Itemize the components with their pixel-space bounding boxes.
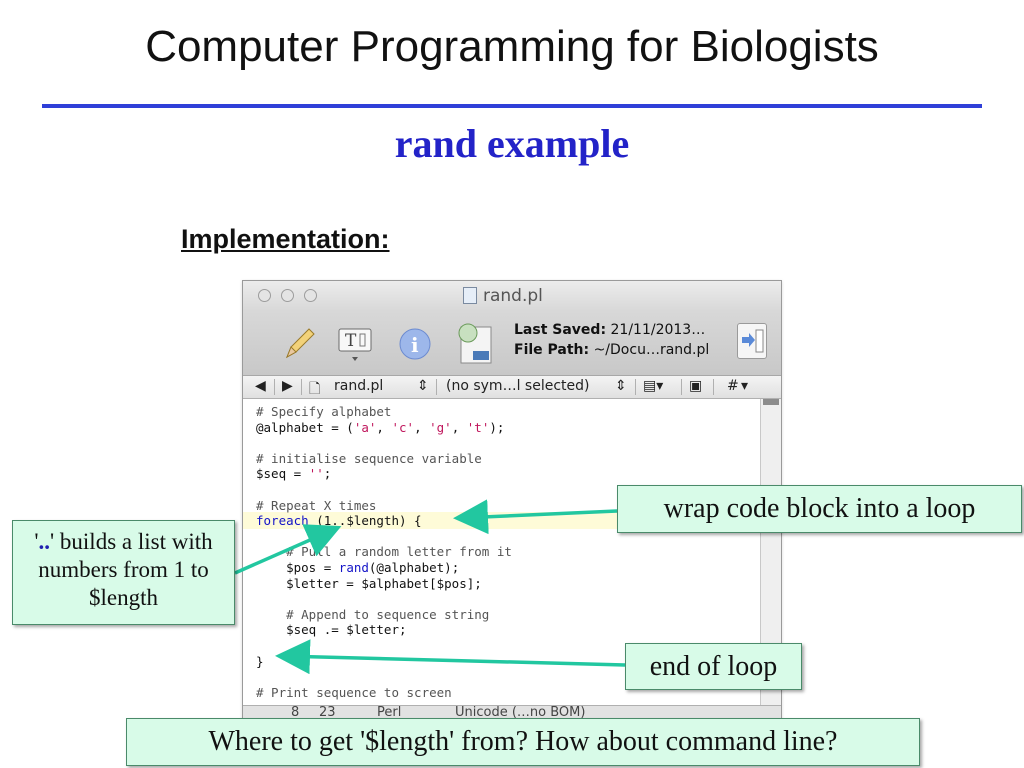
file-page-icon: 🗋 xyxy=(309,381,321,397)
callout-quote: ' xyxy=(34,529,39,554)
pencil-icon[interactable] xyxy=(281,325,317,361)
editor-window: rand.pl T i Last Saved: 21/11/2013… File… xyxy=(242,280,782,722)
toolbar: T i Last Saved: 21/11/2013… File Path: ~… xyxy=(243,311,781,376)
callout-range-text: ' builds a list with numbers from 1 to $… xyxy=(38,529,213,610)
close-window-button[interactable] xyxy=(258,289,271,302)
bookmark-icon[interactable]: ▤▾ xyxy=(643,378,664,394)
back-arrow-icon[interactable]: ◀ xyxy=(255,378,266,394)
counterpart-icon[interactable]: ▣ xyxy=(689,378,703,394)
file-path-value: ~/Docu…rand.pl xyxy=(593,342,710,358)
navigation-bar: ◀ ▶ 🗋 rand.pl ⇕ (no sym…l selected) ⇕ ▤▾… xyxy=(243,376,781,399)
status-encoding[interactable]: Unicode (…no BOM) xyxy=(455,705,586,720)
slide-subtitle: rand example xyxy=(394,121,630,166)
document-icon xyxy=(463,287,477,304)
perl-file-icon[interactable] xyxy=(451,319,499,367)
status-language[interactable]: Perl xyxy=(377,705,402,720)
arrow-range-operator xyxy=(234,524,342,575)
last-saved-value: 21/11/2013… xyxy=(610,322,706,338)
code-editor[interactable]: # Specify alphabet @alphabet = ('a', 'c'… xyxy=(243,399,760,705)
scrollbar-thumb[interactable] xyxy=(763,399,779,405)
callout-question: Where to get '$length' from? How about c… xyxy=(126,718,920,766)
text-style-icon[interactable]: T xyxy=(336,323,376,365)
status-column: 23 xyxy=(319,705,336,720)
section-label: Implementation: xyxy=(181,224,390,254)
callout-range-operator: '..' builds a list with numbers from 1 t… xyxy=(12,520,235,625)
symbol-menu-chevron-icon[interactable]: ⇕ xyxy=(615,378,627,394)
callout-end-loop: end of loop xyxy=(625,643,802,690)
callout-dots: .. xyxy=(38,529,51,554)
file-menu-chevron-icon[interactable]: ⇕ xyxy=(417,378,429,394)
minimize-window-button[interactable] xyxy=(281,289,294,302)
last-saved-label: Last Saved: xyxy=(514,322,607,338)
file-menu[interactable]: rand.pl xyxy=(334,378,384,394)
arrow-end-loop xyxy=(275,639,626,675)
zoom-window-button[interactable] xyxy=(304,289,317,302)
forward-arrow-icon[interactable]: ▶ xyxy=(282,378,293,394)
title-divider xyxy=(42,104,982,108)
status-bar: 8 23 Perl Unicode (…no BOM) xyxy=(243,705,781,721)
symbol-menu[interactable]: (no sym…l selected) xyxy=(446,378,590,394)
sidebar-arrow-icon xyxy=(742,329,764,353)
info-icon[interactable]: i xyxy=(398,327,434,363)
callout-wrap-loop: wrap code block into a loop xyxy=(617,485,1022,533)
arrow-wrap-loop xyxy=(453,499,618,535)
file-path-label: File Path: xyxy=(514,342,590,358)
sidebar-toggle-button[interactable] xyxy=(737,323,767,359)
file-info: Last Saved: 21/11/2013… File Path: ~/Doc… xyxy=(514,320,709,360)
svg-text:T: T xyxy=(345,331,357,351)
svg-text:i: i xyxy=(411,333,419,357)
markers-menu[interactable]: # xyxy=(727,378,739,394)
status-line: 8 xyxy=(291,705,300,720)
window-title: rand.pl xyxy=(463,286,543,306)
window-title-text: rand.pl xyxy=(483,286,543,306)
vertical-scrollbar[interactable] xyxy=(760,399,781,705)
window-titlebar[interactable]: rand.pl xyxy=(243,281,781,311)
markers-chevron-icon[interactable]: ▾ xyxy=(741,378,749,394)
slide-title: Computer Programming for Biologists xyxy=(145,22,879,71)
